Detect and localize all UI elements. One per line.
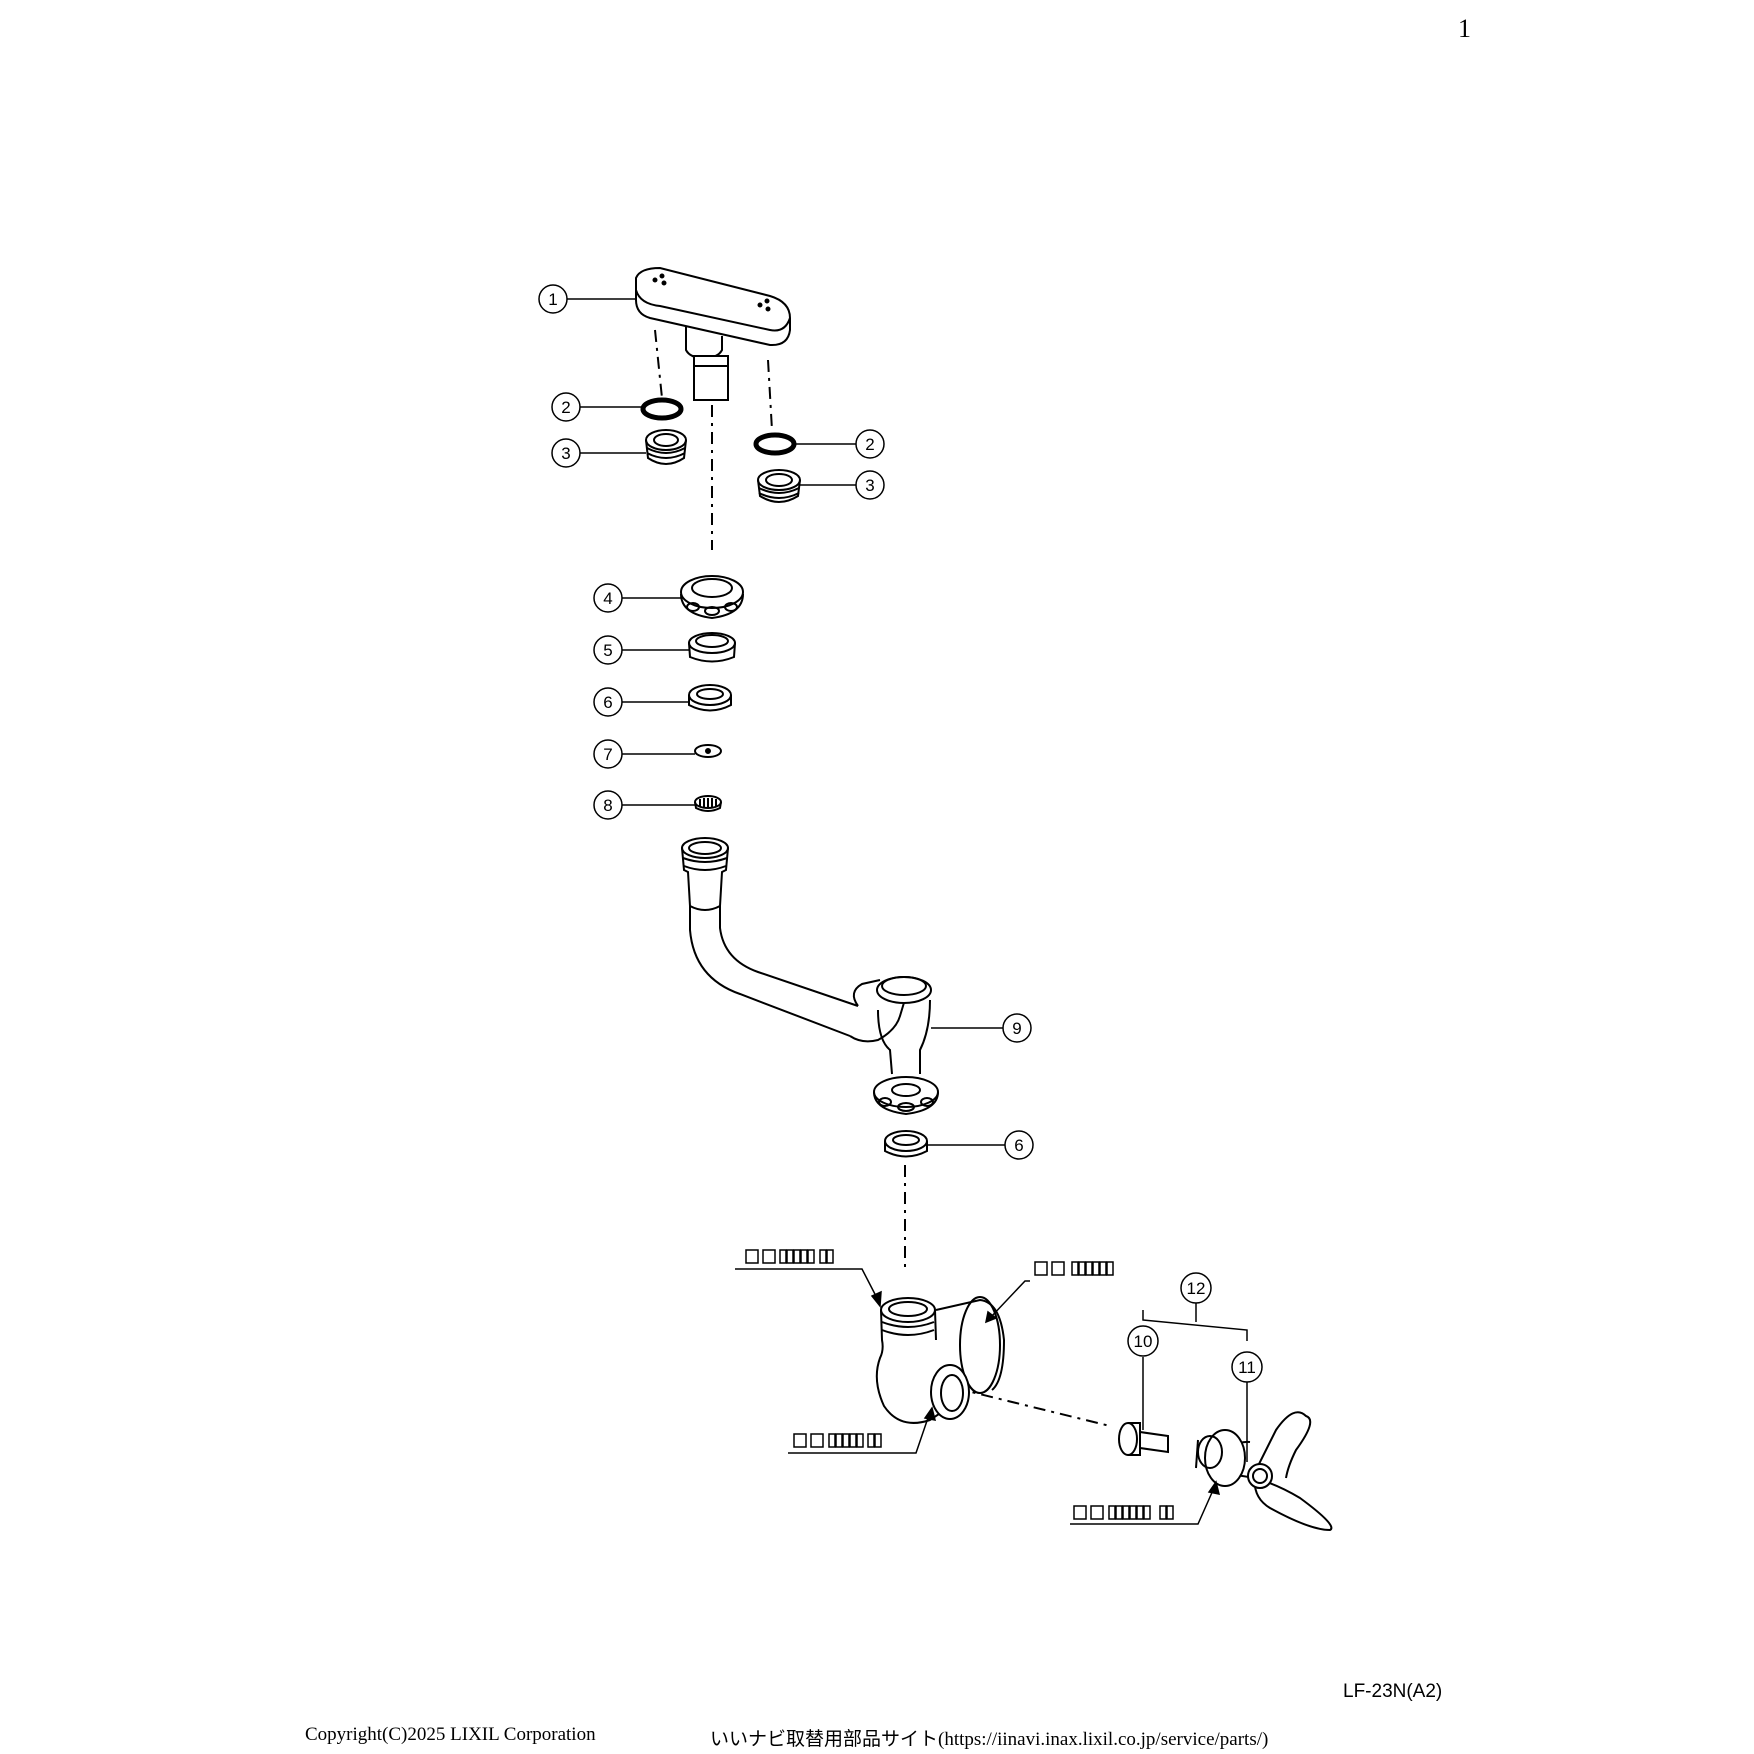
callout-9-label: 9 (1012, 1019, 1021, 1038)
callout-12-label: 12 (1187, 1279, 1206, 1298)
part-3-adapter-left (645, 429, 687, 465)
callout-6-label: 6 (603, 693, 612, 712)
callout-2-left-label: 2 (561, 398, 570, 417)
page-number: 1 (1458, 14, 1471, 43)
part-11-valve-handle (1195, 1411, 1333, 1532)
callout-7-label: 7 (603, 745, 612, 764)
callout-3-right-label: 3 (865, 476, 874, 495)
callout-7: 7 (593, 739, 623, 769)
callout-9: 9 (1002, 1013, 1032, 1043)
annotation-labels (735, 1249, 1221, 1525)
callout-3-left-label: 3 (561, 444, 570, 463)
callout-2-right: 2 (855, 429, 885, 459)
callout-5-label: 5 (603, 641, 612, 660)
wall-elbow-body (875, 1296, 1006, 1424)
part-4-nut (680, 575, 744, 620)
callout-6-lower-label: 6 (1014, 1136, 1023, 1155)
callout-11: 11 (1231, 1351, 1263, 1383)
annotation-lower-left (788, 1406, 937, 1454)
callout-4: 4 (593, 583, 623, 613)
part-5-ring (688, 632, 736, 663)
part-8-strainer (694, 795, 722, 812)
callout-5: 5 (593, 635, 623, 665)
part-10-valve-spindle (1118, 1422, 1169, 1456)
callout-10-label: 10 (1134, 1332, 1153, 1351)
part-6-washer-lower (884, 1130, 928, 1158)
callout-4-label: 4 (603, 589, 612, 608)
callout-3-right: 3 (855, 470, 885, 500)
part-1-handle (635, 266, 791, 401)
callout-11-label: 11 (1238, 1358, 1256, 1377)
alignment-lines (654, 329, 1111, 1427)
callout-1: 1 (538, 284, 568, 314)
callout-8-label: 8 (603, 796, 612, 815)
part-2-oring-right (753, 432, 797, 456)
annotation-lower-right (1070, 1480, 1221, 1525)
leader-lines (567, 298, 1248, 1462)
model-code: LF-23N(A2) (1343, 1681, 1443, 1702)
callouts: 1 2 3 2 3 4 5 6 7 8 9 6 10 11 12 (538, 284, 1263, 1383)
callout-8: 8 (593, 790, 623, 820)
callout-10: 10 (1127, 1325, 1159, 1357)
part-6-washer (688, 684, 732, 712)
callout-1-label: 1 (548, 290, 557, 309)
part-7-disc (694, 744, 722, 758)
callout-2-left: 2 (551, 392, 581, 422)
footer-copyright: Copyright(C)2025 LIXIL Corporation (305, 1724, 596, 1745)
part-2-oring-left (640, 397, 684, 421)
callout-6-lower: 6 (1004, 1130, 1034, 1160)
annotation-top-right (984, 1261, 1114, 1324)
part-9-spout (681, 837, 939, 1116)
callout-12: 12 (1180, 1272, 1212, 1304)
footer-site: いいナビ取替用部品サイト(https://iinavi.inax.lixil.c… (710, 1729, 1269, 1750)
callout-2-right-label: 2 (865, 435, 874, 454)
annotation-top-left (735, 1249, 882, 1308)
part-3-adapter-right (757, 469, 801, 503)
callout-6: 6 (593, 687, 623, 717)
callout-3-left: 3 (551, 438, 581, 468)
